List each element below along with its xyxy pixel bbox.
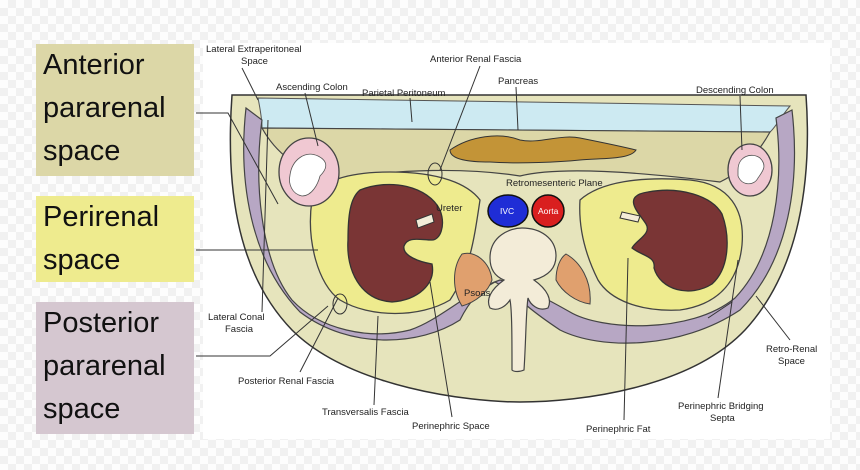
label-perinephric-space: Perinephric Space [412, 421, 490, 432]
legend-anterior-pararenal: Anterior pararenal space [36, 44, 194, 176]
leader-lines [196, 65, 791, 421]
label-retro-renal-space: Retro-Renal [766, 344, 817, 355]
right-kidney [347, 183, 444, 303]
label-lateral-conal-fascia: Lateral Conal [208, 312, 265, 323]
legend-posterior-pararenal: Posterior pararenal space [36, 302, 194, 434]
label-retro-renal-space: Space [778, 356, 805, 367]
legend-perirenal: Perirenal space [36, 196, 194, 282]
label-anterior-renal-fascia: Anterior Renal Fascia [430, 54, 522, 65]
label-parietal-peritoneum: Parietal Peritoneum [362, 88, 446, 99]
label-posterior-renal-fascia: Posterior Renal Fascia [238, 376, 335, 387]
label-ivc: IVC [500, 206, 514, 216]
label-psoas: Psoas [464, 288, 491, 299]
left-kidney [631, 189, 728, 292]
legend-line: Anterior [43, 49, 145, 81]
legend-line: pararenal [43, 92, 166, 124]
legend-line: pararenal [43, 350, 166, 382]
ascending-colon-lumen [289, 153, 327, 197]
legend-line: Posterior [43, 307, 160, 339]
label-retromesenteric-plane: Retromesenteric Plane [506, 178, 603, 189]
ivc [487, 194, 529, 228]
label-transversalis-fascia: Transversalis Fascia [322, 407, 409, 418]
label-perinephric-bridging-septa: Septa [710, 413, 736, 424]
psoas-muscle [454, 252, 493, 307]
label-pancreas: Pancreas [498, 76, 538, 87]
legend-line: Perirenal [43, 201, 160, 233]
ureter [415, 213, 435, 229]
label-aorta: Aorta [538, 206, 559, 216]
label-perinephric-bridging-septa: Perinephric Bridging [678, 401, 764, 412]
legend-line: space [43, 393, 121, 425]
label-perinephric-fat: Perinephric Fat [586, 424, 651, 435]
pancreas [449, 135, 637, 164]
label-lateral-conal-fascia: Fascia [225, 324, 254, 335]
label-lateral-extraperitoneal: Space [241, 56, 268, 67]
aorta [531, 194, 565, 228]
descending-colon-lumen [737, 154, 765, 185]
legend-line: space [43, 244, 121, 276]
vertebra [487, 227, 557, 373]
psoas-muscle [555, 253, 591, 305]
ureter [619, 211, 641, 223]
label-ascending-colon: Ascending Colon [276, 82, 348, 93]
label-ureter: Ureter [436, 203, 462, 214]
label-lateral-extraperitoneal: Lateral Extraperitoneal [206, 44, 302, 55]
legend-line: space [43, 135, 121, 167]
label-descending-colon: Descending Colon [696, 85, 774, 96]
